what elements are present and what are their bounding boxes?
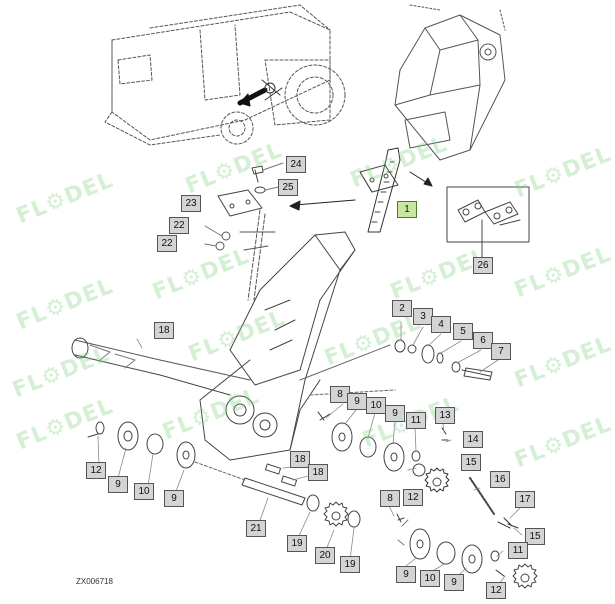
callout-3: 3	[413, 308, 433, 325]
callout-12: 12	[486, 582, 506, 599]
bracket-plate-part	[217, 162, 284, 217]
lower-left-idler-parts	[87, 421, 196, 469]
callout-11: 11	[508, 542, 528, 559]
callout-12: 12	[86, 462, 106, 479]
connecting-link-detail	[446, 186, 530, 259]
callout-5: 5	[453, 323, 473, 340]
callout-10: 10	[134, 483, 154, 500]
chain-guide-part	[359, 147, 401, 233]
main-elevator-housing	[71, 231, 396, 461]
callout-10: 10	[420, 570, 440, 587]
callout-18: 18	[154, 322, 174, 339]
elevator-housing-sketch	[394, 4, 506, 161]
callout-7: 7	[491, 343, 511, 360]
callout-2: 2	[392, 300, 412, 317]
callout-1: 1	[397, 201, 417, 218]
callout-18: 18	[290, 451, 310, 468]
callout-9: 9	[164, 490, 184, 507]
callout-14: 14	[463, 431, 483, 448]
lower-right-idler-parts	[396, 513, 538, 589]
callout-10: 10	[366, 397, 386, 414]
callout-4: 4	[431, 316, 451, 333]
pin-and-spring-parts	[469, 477, 519, 529]
drawing-reference-code: ZX006718	[76, 577, 113, 586]
callout-24: 24	[286, 156, 306, 173]
callout-25: 25	[278, 179, 298, 196]
callout-9: 9	[108, 476, 128, 493]
callout-9: 9	[385, 405, 405, 422]
pointer-arrow-icon	[237, 79, 283, 107]
callout-17: 17	[515, 491, 535, 508]
callout-9: 9	[396, 566, 416, 583]
callout-22: 22	[169, 217, 189, 234]
callout-19: 19	[287, 535, 307, 552]
middle-idler-parts	[317, 411, 450, 493]
callout-19: 19	[340, 556, 360, 573]
callout-6: 6	[473, 332, 493, 349]
callout-23: 23	[181, 195, 201, 212]
callout-18: 18	[308, 464, 328, 481]
callout-11: 11	[406, 412, 426, 429]
callout-13: 13	[435, 407, 455, 424]
callout-12: 12	[403, 489, 423, 506]
callout-15: 15	[525, 528, 545, 545]
callout-16: 16	[490, 471, 510, 488]
callout-8: 8	[380, 490, 400, 507]
callout-22: 22	[157, 235, 177, 252]
callout-9: 9	[347, 393, 367, 410]
leader-lines	[97, 321, 523, 589]
chain-strand-part	[204, 209, 276, 301]
callout-9: 9	[444, 574, 464, 591]
upper-shaft-parts	[394, 339, 493, 381]
callout-20: 20	[315, 547, 335, 564]
lower-shaft-parts	[194, 461, 361, 528]
callout-8: 8	[330, 386, 350, 403]
callout-26: 26	[473, 257, 493, 274]
combine-harvester-sketch	[104, 4, 346, 146]
callout-15: 15	[461, 454, 481, 471]
callout-21: 21	[246, 520, 266, 537]
